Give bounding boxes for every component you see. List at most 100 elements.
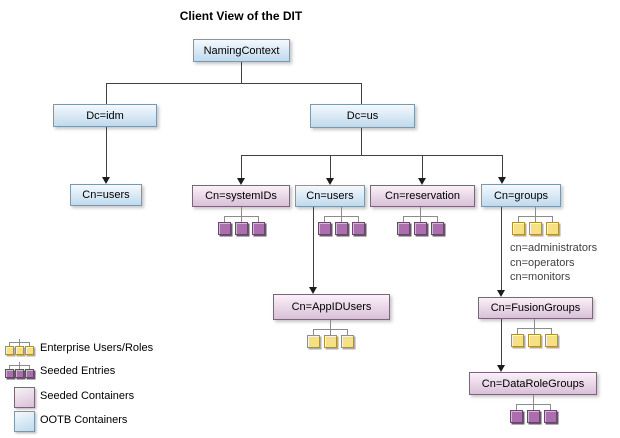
group-entry-label: cn=monitors xyxy=(510,271,571,283)
arrow-down-icon xyxy=(102,177,110,184)
tree-connector-line xyxy=(330,329,331,336)
tree-connector-line xyxy=(551,328,552,335)
tree-connector-line xyxy=(534,319,535,328)
seeded-entry-icon xyxy=(5,369,14,378)
connector-line xyxy=(106,127,107,178)
tree-connector-line xyxy=(19,365,20,370)
tree-connector-line xyxy=(533,404,534,411)
connector-line xyxy=(361,83,362,104)
tree-connector-line xyxy=(324,216,325,223)
node-namingcontext: NamingContext xyxy=(193,39,290,62)
enterprise-entries-cluster xyxy=(307,320,354,350)
arrow-down-icon xyxy=(418,178,426,185)
node-cn-datarolegroups: Cn=DataRoleGroups xyxy=(469,372,597,395)
group-entry-label: cn=administrators xyxy=(510,242,598,254)
legend-label-ootb-containers: OOTB Containers xyxy=(40,414,128,426)
enterprise-entry-icon xyxy=(25,346,34,355)
connector-line xyxy=(422,155,423,179)
enterprise-entry-icon xyxy=(15,346,24,355)
tree-connector-line xyxy=(19,339,20,342)
enterprise-entry-icon xyxy=(512,222,525,235)
tree-connector-line xyxy=(241,216,242,223)
tree-connector-line xyxy=(517,328,518,335)
tree-connector-line xyxy=(550,404,551,411)
connector-line xyxy=(241,155,503,156)
enterprise-entry-icon xyxy=(341,335,354,348)
tree-connector-line xyxy=(534,328,535,335)
tree-connector-line xyxy=(403,216,404,223)
enterprise-entry-icon xyxy=(307,335,320,348)
node-dc-us: Dc=us xyxy=(310,104,415,128)
seeded-entries-icon xyxy=(5,362,34,380)
tree-connector-line xyxy=(9,365,10,370)
seeded-entry-icon xyxy=(544,410,557,423)
ootb-container-swatch xyxy=(14,411,35,432)
connector-line xyxy=(106,83,362,84)
seeded-entry-icon xyxy=(431,222,444,235)
seeded-entry-icon xyxy=(252,222,265,235)
enterprise-entry-icon xyxy=(324,335,337,348)
enterprise-entry-icon xyxy=(5,346,14,355)
seeded-entries-cluster xyxy=(510,395,557,425)
tree-connector-line xyxy=(347,329,348,336)
seeded-entry-icon xyxy=(235,222,248,235)
connector-line xyxy=(501,319,502,366)
tree-connector-line xyxy=(358,216,359,223)
enterprise-entry-icon xyxy=(546,222,559,235)
tree-connector-line xyxy=(341,207,342,216)
connector-line xyxy=(501,207,502,291)
tree-connector-line xyxy=(19,342,20,347)
arrow-down-icon xyxy=(497,365,505,372)
connector-line xyxy=(502,155,503,178)
node-cn-users-idm: Cn=users xyxy=(70,184,142,206)
arrow-down-icon xyxy=(498,177,506,184)
tree-connector-line xyxy=(552,216,553,223)
seeded-entry-icon xyxy=(318,222,331,235)
seeded-entry-icon xyxy=(510,410,523,423)
enterprise-entry-icon xyxy=(528,334,541,347)
seeded-entries-cluster xyxy=(397,207,444,237)
tree-connector-line xyxy=(533,395,534,404)
connector-line xyxy=(241,155,242,179)
group-entry-label: cn=operators xyxy=(510,257,575,269)
legend-label-seeded-entries: Seeded Entries xyxy=(40,365,116,377)
tree-connector-line xyxy=(224,216,225,223)
tree-connector-line xyxy=(19,362,20,365)
connector-line xyxy=(106,83,107,104)
enterprise-entry-icon xyxy=(545,334,558,347)
tree-connector-line xyxy=(313,329,314,336)
connector-line xyxy=(330,155,331,179)
enterprise-entry-icon xyxy=(529,222,542,235)
seeded-entry-icon xyxy=(527,410,540,423)
tree-connector-line xyxy=(9,342,10,347)
tree-connector-line xyxy=(516,404,517,411)
seeded-entry-icon xyxy=(15,369,24,378)
connector-line xyxy=(241,62,242,83)
tree-connector-line xyxy=(518,216,519,223)
tree-connector-line xyxy=(420,207,421,216)
seeded-entries-cluster xyxy=(218,207,265,237)
node-dc-idm: Dc=idm xyxy=(53,104,157,127)
tree-connector-line xyxy=(437,216,438,223)
tree-connector-line xyxy=(241,207,242,216)
tree-connector-line xyxy=(258,216,259,223)
enterprise-entries-cluster xyxy=(512,207,559,237)
enterprise-entry-icon xyxy=(511,334,524,347)
seeded-entry-icon xyxy=(25,369,34,378)
tree-connector-line xyxy=(29,365,30,370)
node-cn-systemids: Cn=systemIDs xyxy=(192,185,290,207)
tree-connector-line xyxy=(535,207,536,216)
enterprise-entries-cluster xyxy=(511,319,558,349)
legend-label-enterprise-users-roles: Enterprise Users/Roles xyxy=(40,342,154,354)
seeded-entry-icon xyxy=(335,222,348,235)
tree-connector-line xyxy=(341,216,342,223)
enterprise-users-roles-icon xyxy=(5,339,34,357)
node-cn-users-us: Cn=users xyxy=(295,185,365,207)
tree-connector-line xyxy=(535,216,536,223)
arrow-down-icon xyxy=(237,178,245,185)
tree-connector-line xyxy=(29,342,30,347)
arrow-down-icon xyxy=(497,290,505,297)
connector-line xyxy=(361,128,362,155)
seeded-entry-icon xyxy=(218,222,231,235)
seeded-container-swatch xyxy=(14,387,35,408)
